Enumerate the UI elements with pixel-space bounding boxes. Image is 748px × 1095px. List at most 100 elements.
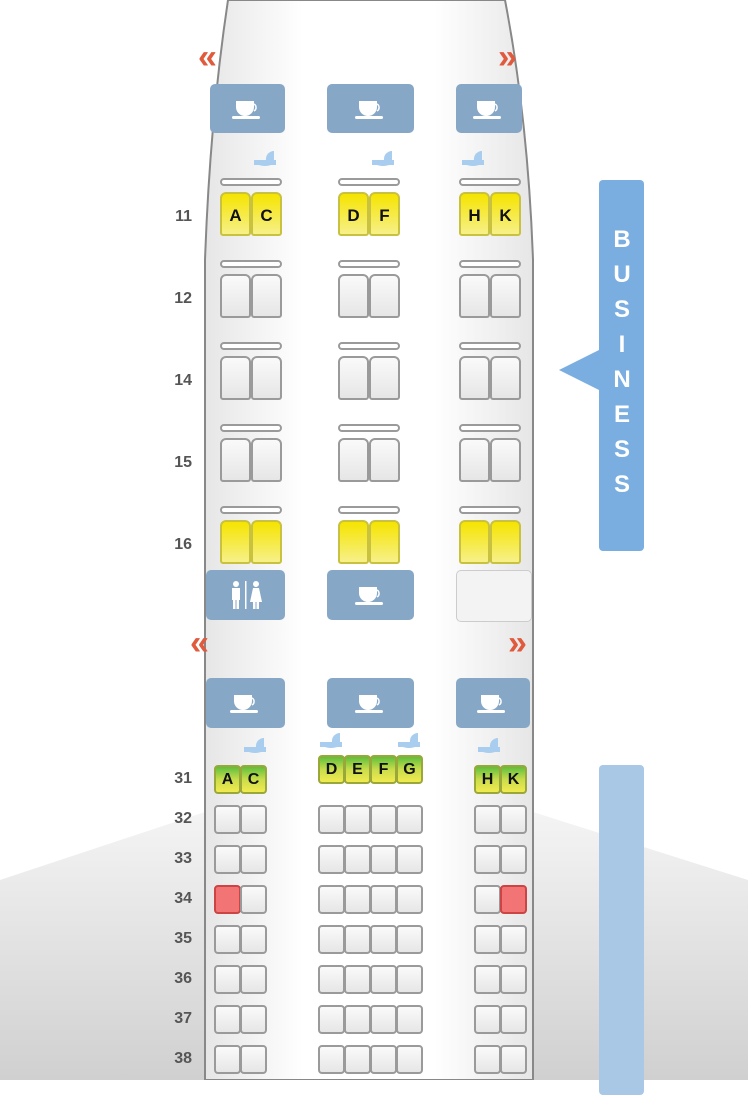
- seat-36[interactable]: [240, 965, 267, 994]
- seat-37[interactable]: [214, 1005, 241, 1034]
- seat-32[interactable]: [500, 805, 527, 834]
- seat-35[interactable]: [396, 925, 423, 954]
- seat-38[interactable]: [318, 1045, 345, 1074]
- seat-14[interactable]: [220, 356, 251, 400]
- seat-37[interactable]: [500, 1005, 527, 1034]
- seat-31-A[interactable]: A: [214, 765, 241, 794]
- lavatory: [206, 570, 285, 620]
- seat-33[interactable]: [318, 845, 345, 874]
- seat-11-H[interactable]: H: [459, 192, 490, 236]
- seat-16[interactable]: [338, 520, 369, 564]
- seat-32[interactable]: [370, 805, 397, 834]
- seat-35[interactable]: [318, 925, 345, 954]
- seat-14[interactable]: [338, 356, 369, 400]
- seat-35[interactable]: [474, 925, 501, 954]
- seat-31-H[interactable]: H: [474, 765, 501, 794]
- seat-37[interactable]: [370, 1005, 397, 1034]
- seat-11-F[interactable]: F: [369, 192, 400, 236]
- seat-38[interactable]: [344, 1045, 371, 1074]
- seat-32[interactable]: [396, 805, 423, 834]
- seat-38[interactable]: [474, 1045, 501, 1074]
- seat-37[interactable]: [318, 1005, 345, 1034]
- seat-11-C[interactable]: C: [251, 192, 282, 236]
- seat-12[interactable]: [490, 274, 521, 318]
- seat-38[interactable]: [396, 1045, 423, 1074]
- seat-35[interactable]: [240, 925, 267, 954]
- seat-34[interactable]: [370, 885, 397, 914]
- seat-36[interactable]: [500, 965, 527, 994]
- seat-12[interactable]: [251, 274, 282, 318]
- seat-12[interactable]: [459, 274, 490, 318]
- seat-31-C[interactable]: C: [240, 765, 267, 794]
- seat-34[interactable]: [214, 885, 241, 914]
- seat-34[interactable]: [240, 885, 267, 914]
- seat-38[interactable]: [214, 1045, 241, 1074]
- seat-15[interactable]: [490, 438, 521, 482]
- seat-14[interactable]: [490, 356, 521, 400]
- seat-32[interactable]: [214, 805, 241, 834]
- seat-11-A[interactable]: A: [220, 192, 251, 236]
- seat-35[interactable]: [370, 925, 397, 954]
- seat-12[interactable]: [220, 274, 251, 318]
- seat-36[interactable]: [396, 965, 423, 994]
- seat-36[interactable]: [318, 965, 345, 994]
- seat-33[interactable]: [370, 845, 397, 874]
- seat-38[interactable]: [370, 1045, 397, 1074]
- seat-37[interactable]: [396, 1005, 423, 1034]
- seat-16[interactable]: [369, 520, 400, 564]
- seat-35[interactable]: [214, 925, 241, 954]
- seat-16[interactable]: [490, 520, 521, 564]
- galley: [210, 84, 285, 133]
- seat-31-E[interactable]: E: [344, 755, 371, 784]
- seat-16[interactable]: [220, 520, 251, 564]
- seat-34[interactable]: [318, 885, 345, 914]
- seat-14[interactable]: [251, 356, 282, 400]
- seat-12[interactable]: [338, 274, 369, 318]
- galley: [327, 84, 414, 133]
- seat-31-G[interactable]: G: [396, 755, 423, 784]
- seat-35[interactable]: [500, 925, 527, 954]
- seat-32[interactable]: [318, 805, 345, 834]
- seat-letter: K: [507, 770, 520, 788]
- row-number: 14: [174, 372, 192, 389]
- seat-32[interactable]: [344, 805, 371, 834]
- seat-36[interactable]: [474, 965, 501, 994]
- seat-14[interactable]: [369, 356, 400, 400]
- seat-35[interactable]: [344, 925, 371, 954]
- seat-33[interactable]: [344, 845, 371, 874]
- seat-15[interactable]: [338, 438, 369, 482]
- seat-11-D[interactable]: D: [338, 192, 369, 236]
- seat-32[interactable]: [240, 805, 267, 834]
- seat-32[interactable]: [474, 805, 501, 834]
- seat-37[interactable]: [474, 1005, 501, 1034]
- seat-33[interactable]: [396, 845, 423, 874]
- seat-15[interactable]: [220, 438, 251, 482]
- seat-16[interactable]: [251, 520, 282, 564]
- seat-16[interactable]: [459, 520, 490, 564]
- seat-15[interactable]: [459, 438, 490, 482]
- seat-33[interactable]: [214, 845, 241, 874]
- seat-37[interactable]: [344, 1005, 371, 1034]
- seat-31-D[interactable]: D: [318, 755, 345, 784]
- seat-15[interactable]: [251, 438, 282, 482]
- seat-37[interactable]: [240, 1005, 267, 1034]
- seat-38[interactable]: [240, 1045, 267, 1074]
- seat-36[interactable]: [344, 965, 371, 994]
- seat-34[interactable]: [396, 885, 423, 914]
- seat-group-shelf: [459, 506, 521, 514]
- seat-33[interactable]: [240, 845, 267, 874]
- seat-31-K[interactable]: K: [500, 765, 527, 794]
- seat-36[interactable]: [370, 965, 397, 994]
- seat-14[interactable]: [459, 356, 490, 400]
- seat-33[interactable]: [500, 845, 527, 874]
- seat-33[interactable]: [474, 845, 501, 874]
- seat-15[interactable]: [369, 438, 400, 482]
- seat-12[interactable]: [369, 274, 400, 318]
- seat-34[interactable]: [500, 885, 527, 914]
- seat-11-K[interactable]: K: [490, 192, 521, 236]
- seat-31-F[interactable]: F: [370, 755, 397, 784]
- seat-38[interactable]: [500, 1045, 527, 1074]
- seat-34[interactable]: [474, 885, 501, 914]
- seat-36[interactable]: [214, 965, 241, 994]
- seat-34[interactable]: [344, 885, 371, 914]
